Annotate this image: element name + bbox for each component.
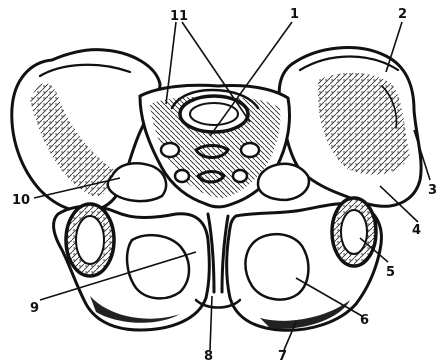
label-11: 11 <box>170 9 188 24</box>
label-9: 9 <box>30 301 39 316</box>
pubic-symphysis <box>208 214 228 292</box>
label-2: 2 <box>398 7 407 22</box>
label-3: 3 <box>428 183 437 198</box>
sacral-foramen <box>233 170 247 182</box>
label-4: 4 <box>412 223 421 238</box>
pelvic-inlet-left <box>108 163 166 201</box>
left-obturator-foramen <box>127 235 189 298</box>
leader-8 <box>210 296 212 350</box>
right-obturator-foramen <box>245 234 308 299</box>
pelvic-inlet-right <box>258 164 309 200</box>
label-1: 1 <box>290 7 299 22</box>
label-6: 6 <box>360 313 369 328</box>
sacral-foramen <box>175 170 189 182</box>
sacral-foramen <box>161 143 179 157</box>
label-10: 10 <box>12 193 30 208</box>
sacral-foramen <box>241 143 259 157</box>
label-7: 7 <box>278 349 287 363</box>
label-5: 5 <box>386 265 395 280</box>
label-8: 8 <box>204 349 213 363</box>
